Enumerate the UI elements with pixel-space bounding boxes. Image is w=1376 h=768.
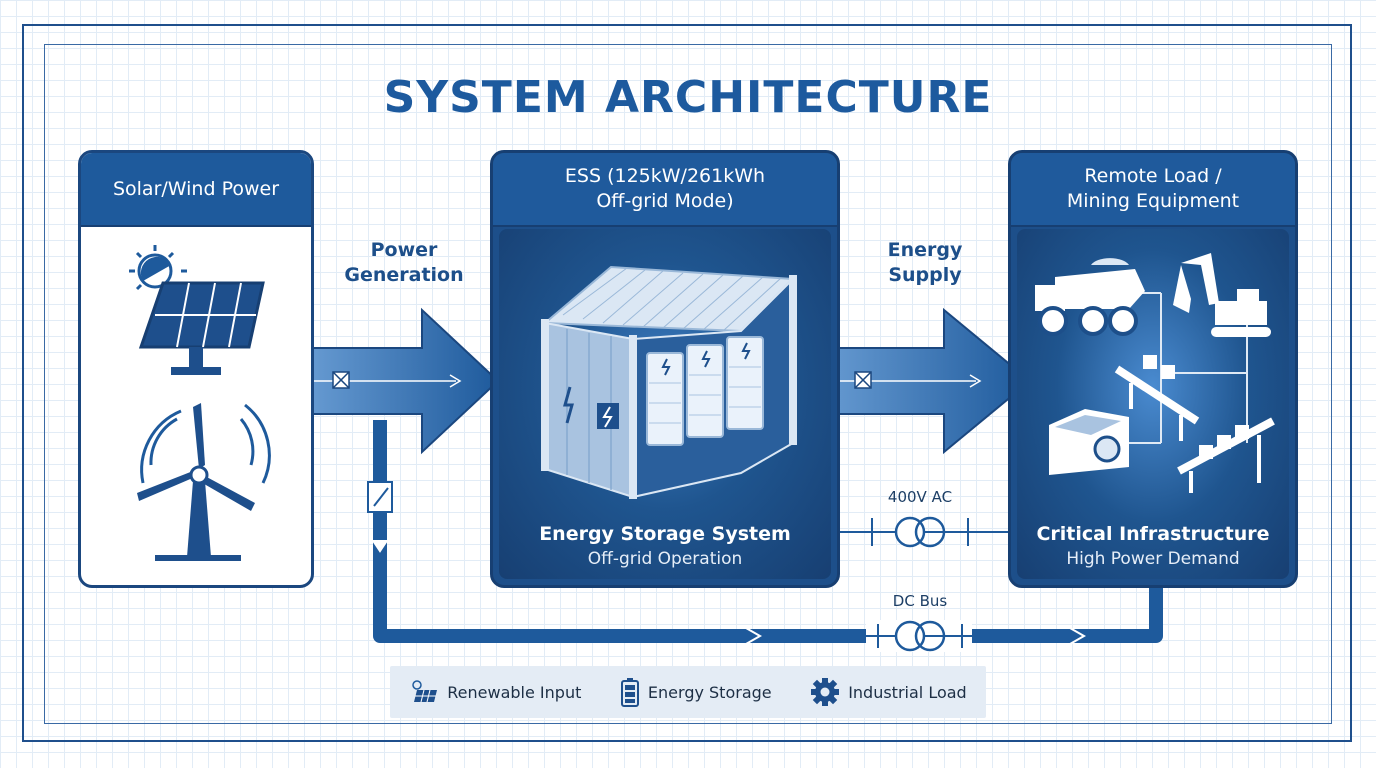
crusher-icon <box>1049 409 1129 475</box>
legend-label-load: Industrial Load <box>848 682 967 702</box>
source-panel-title: Solar/Wind Power <box>112 177 280 200</box>
supply-label-line1: Energy <box>887 239 963 261</box>
ess-panel-header: ESS (125kW/261kWh Off-grid Mode) <box>493 153 837 227</box>
ess-caption-sub: Off-grid Operation <box>587 549 743 569</box>
excavator-icon <box>1173 253 1271 337</box>
load-title-line1: Remote Load / <box>1084 165 1222 187</box>
battery-modules <box>646 336 764 446</box>
ac-transformer-coil-2 <box>914 516 946 548</box>
solar-panel-icon <box>138 281 265 375</box>
supply-label-line2: Supply <box>888 264 962 286</box>
source-illustration <box>129 245 271 561</box>
load-caption-main: Critical Infrastructure <box>1036 523 1270 545</box>
dc-bus-line <box>373 420 1163 643</box>
legend-label-storage: Energy Storage <box>647 682 772 702</box>
generation-label-line1: Power <box>370 239 438 261</box>
legend-item-storage: Energy Storage <box>620 677 772 707</box>
supply-label: Energy Supply <box>864 238 986 288</box>
load-title-line2: Mining Equipment <box>1066 190 1240 212</box>
page-title: SYSTEM ARCHITECTURE <box>383 72 993 123</box>
ess-caption-main: Energy Storage System <box>539 523 791 545</box>
battery-icon <box>620 678 639 707</box>
ess-title-line1: ESS (125kW/261kWh <box>564 165 766 187</box>
load-panel-header: Remote Load / Mining Equipment <box>1011 153 1295 227</box>
dc-transformer-coil-2 <box>914 620 946 652</box>
solar-panel-icon <box>412 680 438 703</box>
ess-title-line2: Off-grid Mode) <box>596 190 734 212</box>
generation-label-line2: Generation <box>344 264 464 286</box>
battery-container-icon <box>541 265 797 499</box>
legend-item-load: Industrial Load <box>810 677 967 707</box>
gear-icon <box>811 678 840 706</box>
dc-bus-chevron-2 <box>1069 627 1087 645</box>
legend-label-renewable: Renewable Input <box>447 682 582 702</box>
ess-panel: ESS (125kW/261kWh Off-grid Mode) <box>490 150 840 588</box>
container-illustration <box>541 265 797 499</box>
dc-bus-chevron-1 <box>745 627 763 645</box>
inner-frame <box>44 44 1332 724</box>
load-panel: Remote Load / Mining Equipment <box>1008 150 1298 588</box>
legend-item-renewable: Renewable Input <box>409 678 581 706</box>
equipment-illustration <box>1035 253 1275 493</box>
dc-bus-label: DC Bus <box>892 592 948 610</box>
conveyor-boxes-icon <box>1177 417 1275 493</box>
source-panel-header: Solar/Wind Power <box>81 153 311 227</box>
load-caption-sub: High Power Demand <box>1066 549 1240 569</box>
ac-bus-label: 400V AC <box>887 488 953 506</box>
conveyor-icon <box>1114 355 1200 441</box>
source-panel: Solar/Wind Power <box>78 150 314 588</box>
wind-turbine-icon <box>137 403 271 561</box>
outer-frame <box>22 24 1352 742</box>
legend: Renewable Input Energy Storage <box>390 666 986 718</box>
sun-icon <box>129 245 187 291</box>
generation-label: Power Generation <box>336 238 472 288</box>
haul-truck-icon <box>1035 258 1145 336</box>
